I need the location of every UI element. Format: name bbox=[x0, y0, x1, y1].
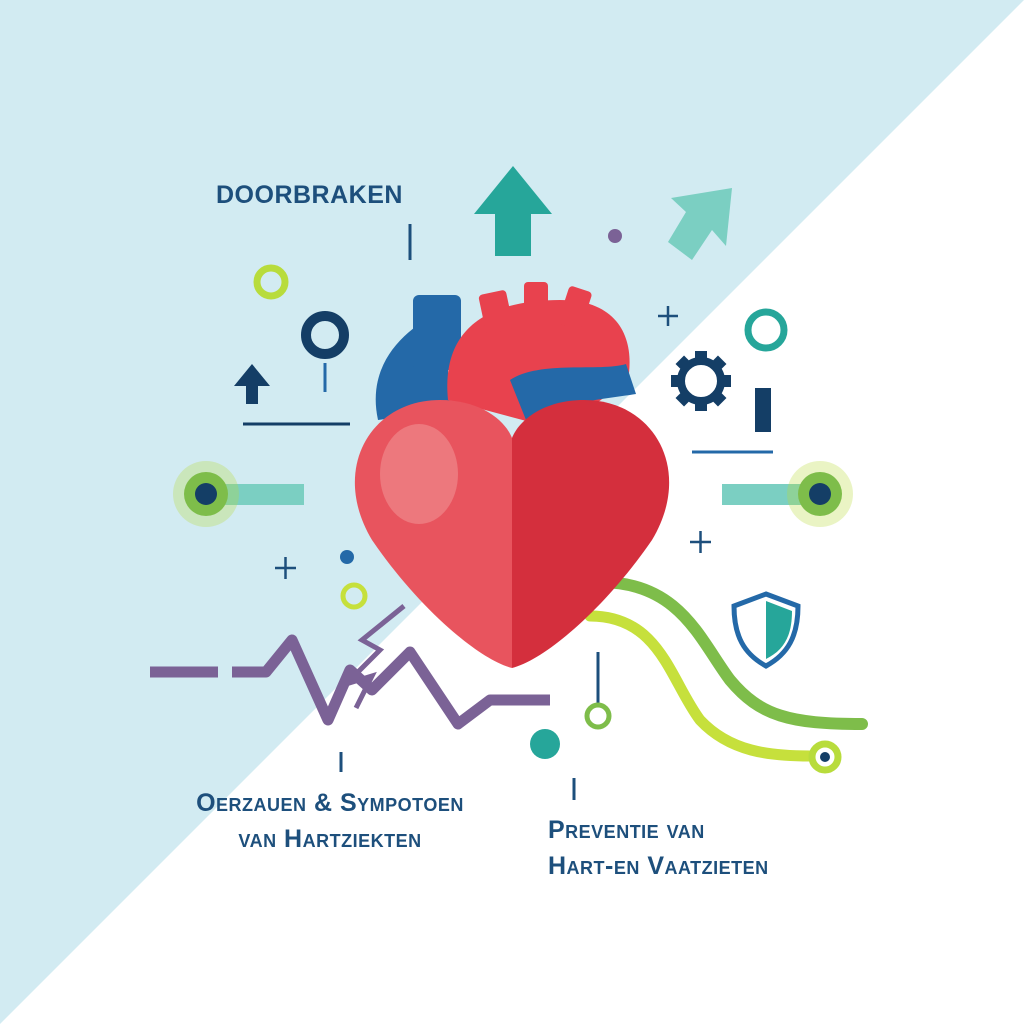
label-causes-line2: van Hartziekten bbox=[238, 825, 422, 853]
shield-icon bbox=[731, 591, 801, 669]
teal-dot bbox=[530, 729, 560, 759]
gear-icon bbox=[671, 351, 731, 411]
lightning-icon bbox=[344, 604, 406, 710]
plus-icon bbox=[658, 306, 678, 326]
right-node-connector bbox=[722, 461, 853, 527]
arrow-up-icon bbox=[474, 166, 552, 256]
heart-vessels bbox=[375, 282, 636, 430]
lime-end-node bbox=[808, 740, 842, 774]
prevention-connector-node bbox=[584, 652, 612, 730]
purple-dot bbox=[608, 229, 622, 243]
label-prevention: Preventie van Hart-en Vaatzieten bbox=[548, 812, 769, 884]
label-causes-symptoms: Oerzauen & Sympotoen van Hartziekten bbox=[150, 785, 510, 857]
left-node-connector bbox=[173, 461, 304, 527]
plus-icon-right bbox=[690, 531, 711, 553]
target-icon bbox=[301, 311, 349, 392]
lime-ring-icon bbox=[253, 264, 289, 300]
teal-ring-icon bbox=[744, 308, 788, 352]
label-prevention-line2: Hart-en Vaatzieten bbox=[548, 852, 769, 880]
label-causes-line1: Oerzauen & Sympotoen bbox=[196, 789, 464, 817]
arrow-diagonal-icon bbox=[668, 188, 732, 260]
navy-dot bbox=[340, 550, 354, 564]
arrow-up-icon-small bbox=[234, 364, 270, 404]
heart-icon bbox=[354, 400, 670, 668]
label-breakthroughs: DOORBRAKEN bbox=[216, 181, 403, 209]
prevention-flow-lines bbox=[584, 576, 868, 762]
lime-ring-small bbox=[340, 582, 368, 610]
label-prevention-line1: Preventie van bbox=[548, 816, 705, 844]
plus-icon-left bbox=[275, 557, 296, 579]
navy-bar-icon bbox=[755, 388, 771, 432]
